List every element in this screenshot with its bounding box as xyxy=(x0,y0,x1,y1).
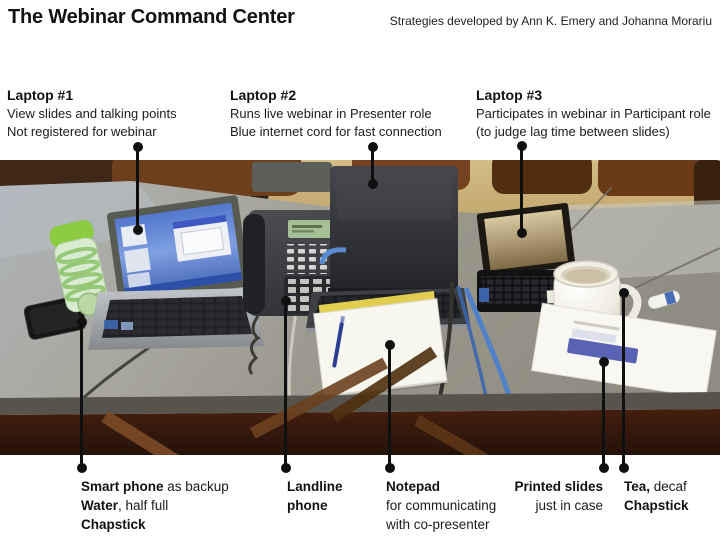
page-title: The Webinar Command Center xyxy=(8,6,295,28)
callout-landline-phone: Landline phone xyxy=(287,477,343,515)
laptop-2-lid xyxy=(330,166,458,292)
phone-display xyxy=(288,220,336,238)
label-line: phone xyxy=(287,496,343,515)
callout-line-text: View slides and talking points xyxy=(7,105,177,121)
label-rest: as backup xyxy=(163,479,229,494)
phone-handset xyxy=(243,214,265,314)
notepad xyxy=(313,291,448,400)
credit-line: Strategies developed by Ann K. Emery and… xyxy=(389,14,712,28)
table-highlight-left xyxy=(0,181,175,258)
callout-line-text: Runs live webinar in Presenter role xyxy=(230,105,432,121)
callout-line-text: Blue internet cord for fast connection xyxy=(230,124,442,139)
label-line: Chapstick xyxy=(624,496,689,515)
label-bold: Smart phone xyxy=(81,479,164,494)
label-bold: phone xyxy=(287,498,328,513)
label-line: with co-presenter xyxy=(386,515,496,534)
label-bold: Chapstick xyxy=(624,498,689,513)
laptop-1-screen xyxy=(107,195,250,304)
phone-function-buttons xyxy=(286,244,338,274)
callout-line-text: (to judge lag time between slides) xyxy=(476,124,670,139)
blue-cord-plug xyxy=(319,247,347,265)
label-bold: Chapstick xyxy=(81,517,146,532)
callout-printed-slides: Printed slides just in case xyxy=(500,477,603,515)
label-line: Notepad xyxy=(386,477,496,496)
callout-tea-chapstick: Tea, decaf Chapstick xyxy=(624,477,689,515)
label-rest: , half full xyxy=(118,498,169,513)
tea-mug xyxy=(553,260,642,329)
connector-smartphone xyxy=(80,322,83,468)
label-rest: with co-presenter xyxy=(386,517,490,532)
pen xyxy=(332,316,345,368)
connector-tea xyxy=(622,293,625,468)
label-line: Smart phone as backup xyxy=(81,477,229,496)
label-line: Landline xyxy=(287,477,343,496)
connector-laptop-3 xyxy=(520,146,523,233)
label-line: Printed slides xyxy=(500,477,603,496)
label-rest: decaf xyxy=(650,479,687,494)
connector-laptop-2 xyxy=(371,147,374,184)
callout-smartphone-water-chapstick: Smart phone as backup Water, half full C… xyxy=(81,477,229,534)
label-line: Water, half full xyxy=(81,496,229,515)
callout-laptop-2: Laptop #2 Runs live webinar in Presenter… xyxy=(230,86,470,142)
label-bold: Water xyxy=(81,498,119,513)
callout-laptop-1: Laptop #1 View slides and talking points… xyxy=(7,86,222,142)
label-line: just in case xyxy=(500,496,603,515)
water-bottle xyxy=(49,220,108,313)
label-bold: Notepad xyxy=(386,479,440,494)
label-bold: Tea, xyxy=(624,479,651,494)
laptop-3-screen xyxy=(476,202,576,278)
phone-cord xyxy=(248,315,261,375)
callout-laptop-3: Laptop #3 Participates in webinar in Par… xyxy=(476,86,718,142)
callout-heading: Laptop #2 xyxy=(230,87,297,103)
connector-laptop-1 xyxy=(136,147,139,230)
connector-printed-slides xyxy=(602,362,605,468)
label-line: for communicating xyxy=(386,496,496,515)
laptop-1 xyxy=(88,195,264,350)
callout-line-text: Not registered for webinar xyxy=(7,124,157,139)
chapstick-tube xyxy=(647,290,680,309)
floor xyxy=(0,409,720,455)
label-rest: just in case xyxy=(535,498,603,513)
label-line: Tea, decaf xyxy=(624,477,689,496)
label-line: Chapstick xyxy=(81,515,229,534)
laptop-3 xyxy=(476,202,576,312)
label-bold: Printed slides xyxy=(514,479,603,494)
photo-webinar-table xyxy=(0,160,720,455)
callout-heading: Laptop #3 xyxy=(476,87,543,103)
callout-heading: Laptop #1 xyxy=(7,87,74,103)
connector-landline xyxy=(284,301,287,468)
label-rest: for communicating xyxy=(386,498,497,513)
callout-notepad: Notepad for communicating with co-presen… xyxy=(386,477,496,534)
label-bold: Landline xyxy=(287,479,343,494)
callout-line-text: Participates in webinar in Participant r… xyxy=(476,105,711,121)
connector-notepad xyxy=(388,345,391,468)
